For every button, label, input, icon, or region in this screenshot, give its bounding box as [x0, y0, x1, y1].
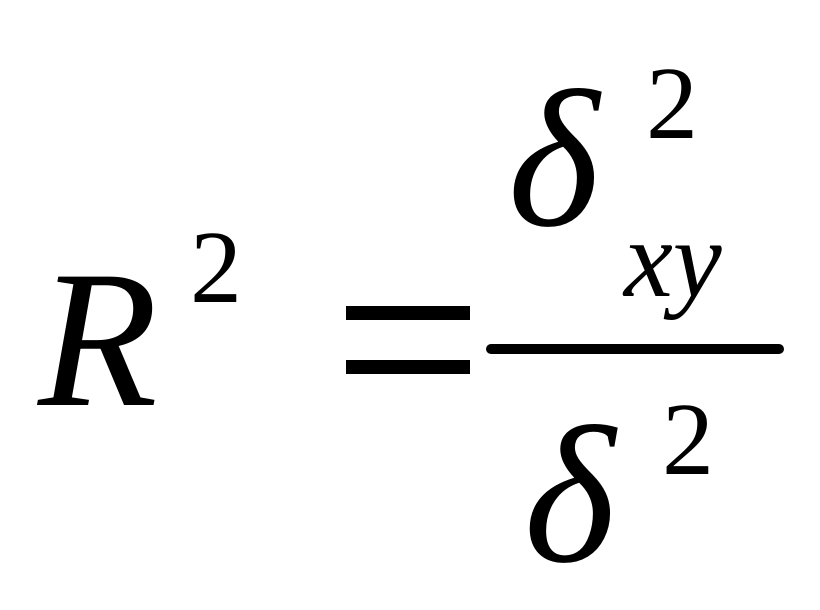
- numerator-subscript: xy: [624, 198, 722, 320]
- numerator-exponent: 2: [646, 46, 698, 161]
- denominator-delta: δ: [524, 387, 616, 604]
- numerator-delta: δ: [508, 51, 600, 268]
- fraction-bar: [486, 344, 784, 354]
- equals-bar-top: [346, 306, 470, 320]
- equals-bar-bottom: [346, 360, 470, 374]
- lhs-variable-r: R: [38, 231, 158, 448]
- lhs-exponent: 2: [190, 210, 242, 325]
- denominator-exponent: 2: [662, 382, 714, 497]
